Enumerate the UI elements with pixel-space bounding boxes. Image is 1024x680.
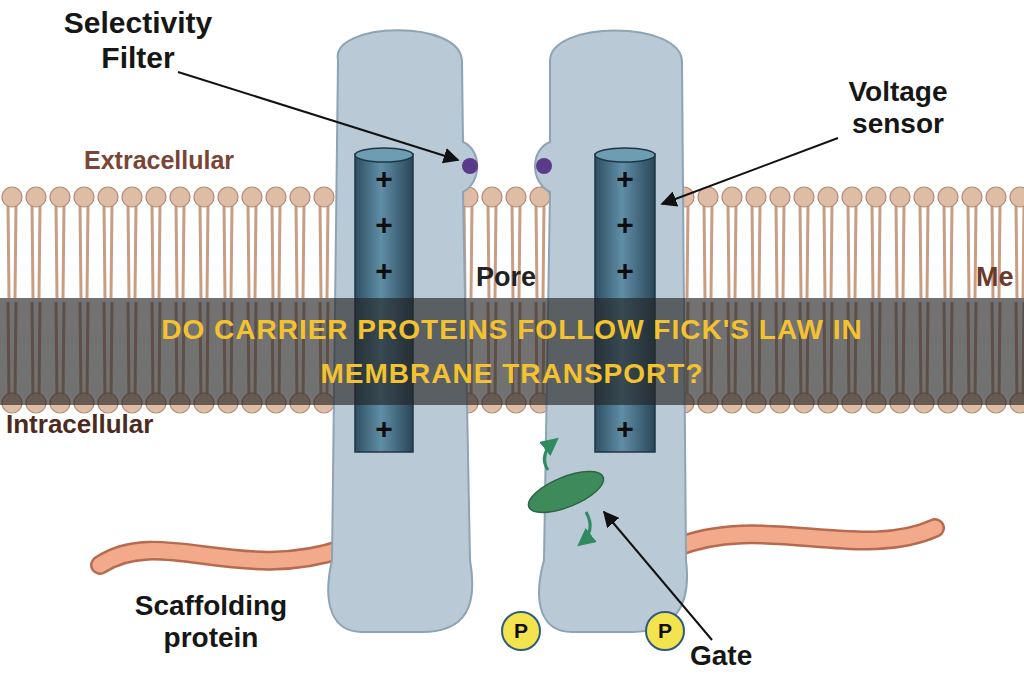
charge-sign: + [354, 210, 414, 240]
charge-sign: + [354, 414, 414, 444]
phosphate-letter: P [644, 610, 686, 652]
region-label: Intracellular [6, 410, 153, 440]
cylinder-top [355, 148, 413, 162]
phosphate-circle: P [500, 610, 542, 652]
charge-sign: + [594, 210, 656, 240]
part-label: Selectivity Filter [38, 6, 238, 75]
charge-sign: + [594, 414, 656, 444]
phosphate-circle: P [644, 610, 686, 652]
part-label: Scaffolding protein [96, 590, 326, 654]
title: DO CARRIER PROTEINS FOLLOW FICK'S LAW IN… [0, 298, 1024, 395]
scaffolding-band [100, 548, 345, 565]
gate-symbol [523, 463, 608, 521]
scaffolding-band [675, 528, 935, 548]
selectivity-filter-dot [536, 158, 552, 174]
charge-sign: + [594, 256, 656, 286]
title-banner: DO CARRIER PROTEINS FOLLOW FICK'S LAW IN… [0, 298, 1024, 405]
scaffolding-band [100, 548, 345, 565]
charge-sign: + [354, 164, 414, 194]
gate-rotation-arrow [580, 512, 590, 544]
leader-line [662, 138, 838, 204]
scaffolding-band [675, 528, 935, 548]
part-label: Gate [690, 640, 752, 672]
charge-sign: + [354, 256, 414, 286]
gate-rotation-arrow [544, 440, 556, 470]
part-label: Voltage sensor [808, 76, 988, 140]
membrane-inner-leaflet [0, 298, 1024, 414]
charge-sign: + [594, 164, 656, 194]
membrane-outer-leaflet [0, 186, 1024, 298]
phosphate-letter: P [500, 610, 542, 652]
part-label: Pore [476, 262, 536, 293]
region-label: Me [976, 262, 1014, 293]
selectivity-filter-dot [462, 158, 478, 174]
region-label: Extracellular [84, 146, 234, 175]
cylinder-top [595, 148, 655, 162]
